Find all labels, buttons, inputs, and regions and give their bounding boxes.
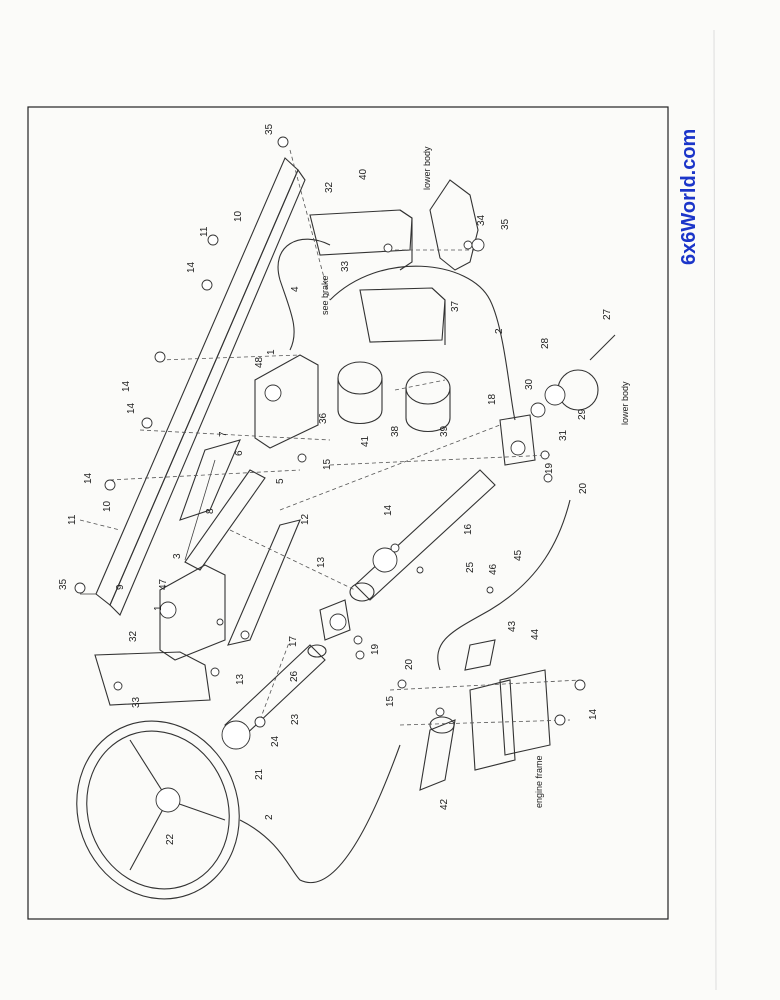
callout-15: 15 [322, 458, 333, 470]
callout-1: 1 [153, 605, 164, 611]
callout-32: 32 [324, 181, 335, 193]
callout-14: 14 [83, 472, 94, 484]
callout-12: 12 [300, 513, 311, 525]
callout-21: 21 [254, 768, 265, 780]
cable-right [437, 499, 571, 671]
callout-10: 10 [102, 500, 113, 512]
callout-16: 16 [463, 523, 474, 535]
callout-14: 14 [186, 261, 197, 273]
callout-23: 23 [290, 713, 301, 725]
cylinder-38 [337, 361, 451, 432]
callout-40: 40 [358, 168, 369, 180]
see-brake-label: see brake [320, 275, 330, 315]
callout-35: 35 [58, 578, 69, 590]
bracket-37 [359, 287, 446, 345]
lower-body-label-right: lower body [620, 381, 630, 425]
callout-47: 47 [158, 578, 169, 590]
callout-43: 43 [507, 620, 518, 632]
callout-20: 20 [404, 658, 415, 670]
callout-25: 25 [465, 561, 476, 573]
callout-14: 14 [126, 402, 137, 414]
callout-3: 3 [172, 553, 183, 559]
cable-upper [329, 265, 516, 421]
callout-33: 33 [340, 260, 351, 272]
callout-36: 36 [318, 412, 329, 424]
callout-14: 14 [121, 380, 132, 392]
callout-4: 4 [290, 286, 301, 292]
bracket-32-bottom [94, 651, 211, 706]
callout-27: 27 [602, 308, 613, 320]
callout-14: 14 [588, 708, 599, 720]
hardware-items [74, 136, 586, 728]
callout-9: 9 [115, 584, 126, 590]
callout-24: 24 [270, 735, 281, 747]
callout-26: 26 [289, 670, 300, 682]
callout-19: 19 [370, 643, 381, 655]
callout-28: 28 [540, 337, 551, 349]
callout-15: 15 [385, 695, 396, 707]
callout-34: 34 [476, 214, 487, 226]
callout-31: 31 [558, 429, 569, 441]
callout-11: 11 [67, 514, 78, 525]
bracket-18 [499, 414, 536, 466]
bracket-32-top [309, 209, 413, 271]
diagram-border [27, 106, 669, 920]
lower-body-label-top: lower body [422, 146, 432, 190]
callout-13: 13 [316, 556, 327, 568]
callout-18: 18 [487, 393, 498, 405]
lower-body-plate-right [530, 334, 616, 418]
callout-19: 19 [544, 462, 555, 474]
callout-20: 20 [578, 482, 589, 494]
callout-8: 8 [205, 508, 216, 514]
scan-edge-line [713, 29, 717, 991]
dashed-guide-lines [79, 149, 581, 726]
engine-frame-bracket-44 [469, 669, 551, 771]
cable-lower [239, 744, 401, 883]
callout-44: 44 [530, 628, 541, 640]
callout-1: 1 [266, 349, 277, 355]
shaft-assembly [179, 439, 266, 571]
callout-33: 33 [131, 696, 142, 708]
steering-wheel [76, 720, 240, 900]
callout-5: 5 [275, 478, 286, 484]
callout-11: 11 [199, 226, 210, 237]
callout-17: 17 [288, 635, 299, 647]
callout-13: 13 [235, 673, 246, 685]
callout-10: 10 [233, 210, 244, 222]
callout-29: 29 [577, 408, 588, 420]
callout-35: 35 [500, 218, 511, 230]
text-labels: lower body lower body see brake engine f… [320, 146, 630, 808]
angle-frame-rail [80, 157, 306, 616]
callout-30: 30 [524, 378, 535, 390]
brake-cable [277, 238, 331, 351]
hub-17 [319, 599, 351, 641]
callout-37: 37 [450, 300, 461, 312]
steering-column-26 [221, 644, 327, 750]
cylinder-42 [419, 639, 496, 791]
callout-2: 2 [264, 814, 275, 820]
callout-22: 22 [165, 833, 176, 845]
callout-41: 41 [360, 435, 371, 447]
callout-6: 6 [234, 450, 245, 456]
callout-45: 45 [513, 549, 524, 561]
callout-7: 7 [218, 431, 229, 437]
callout-38: 38 [390, 425, 401, 437]
part-callouts: 35 32 40 10 11 14 34 35 33 4 37 2 27 28 … [58, 123, 613, 845]
callout-2: 2 [494, 328, 505, 334]
callout-48: 48 [254, 356, 265, 368]
callout-46: 46 [488, 563, 499, 575]
mount-block-47 [159, 564, 226, 661]
callout-39: 39 [439, 425, 450, 437]
engine-frame-label: engine frame [534, 755, 544, 808]
callout-42: 42 [439, 798, 450, 810]
callout-14: 14 [383, 504, 394, 516]
lower-body-plate-top [429, 179, 479, 271]
callout-35: 35 [264, 123, 275, 135]
callout-32: 32 [128, 630, 139, 642]
bracket-12 [227, 519, 301, 646]
watermark-text: 6x6World.com [678, 129, 700, 265]
